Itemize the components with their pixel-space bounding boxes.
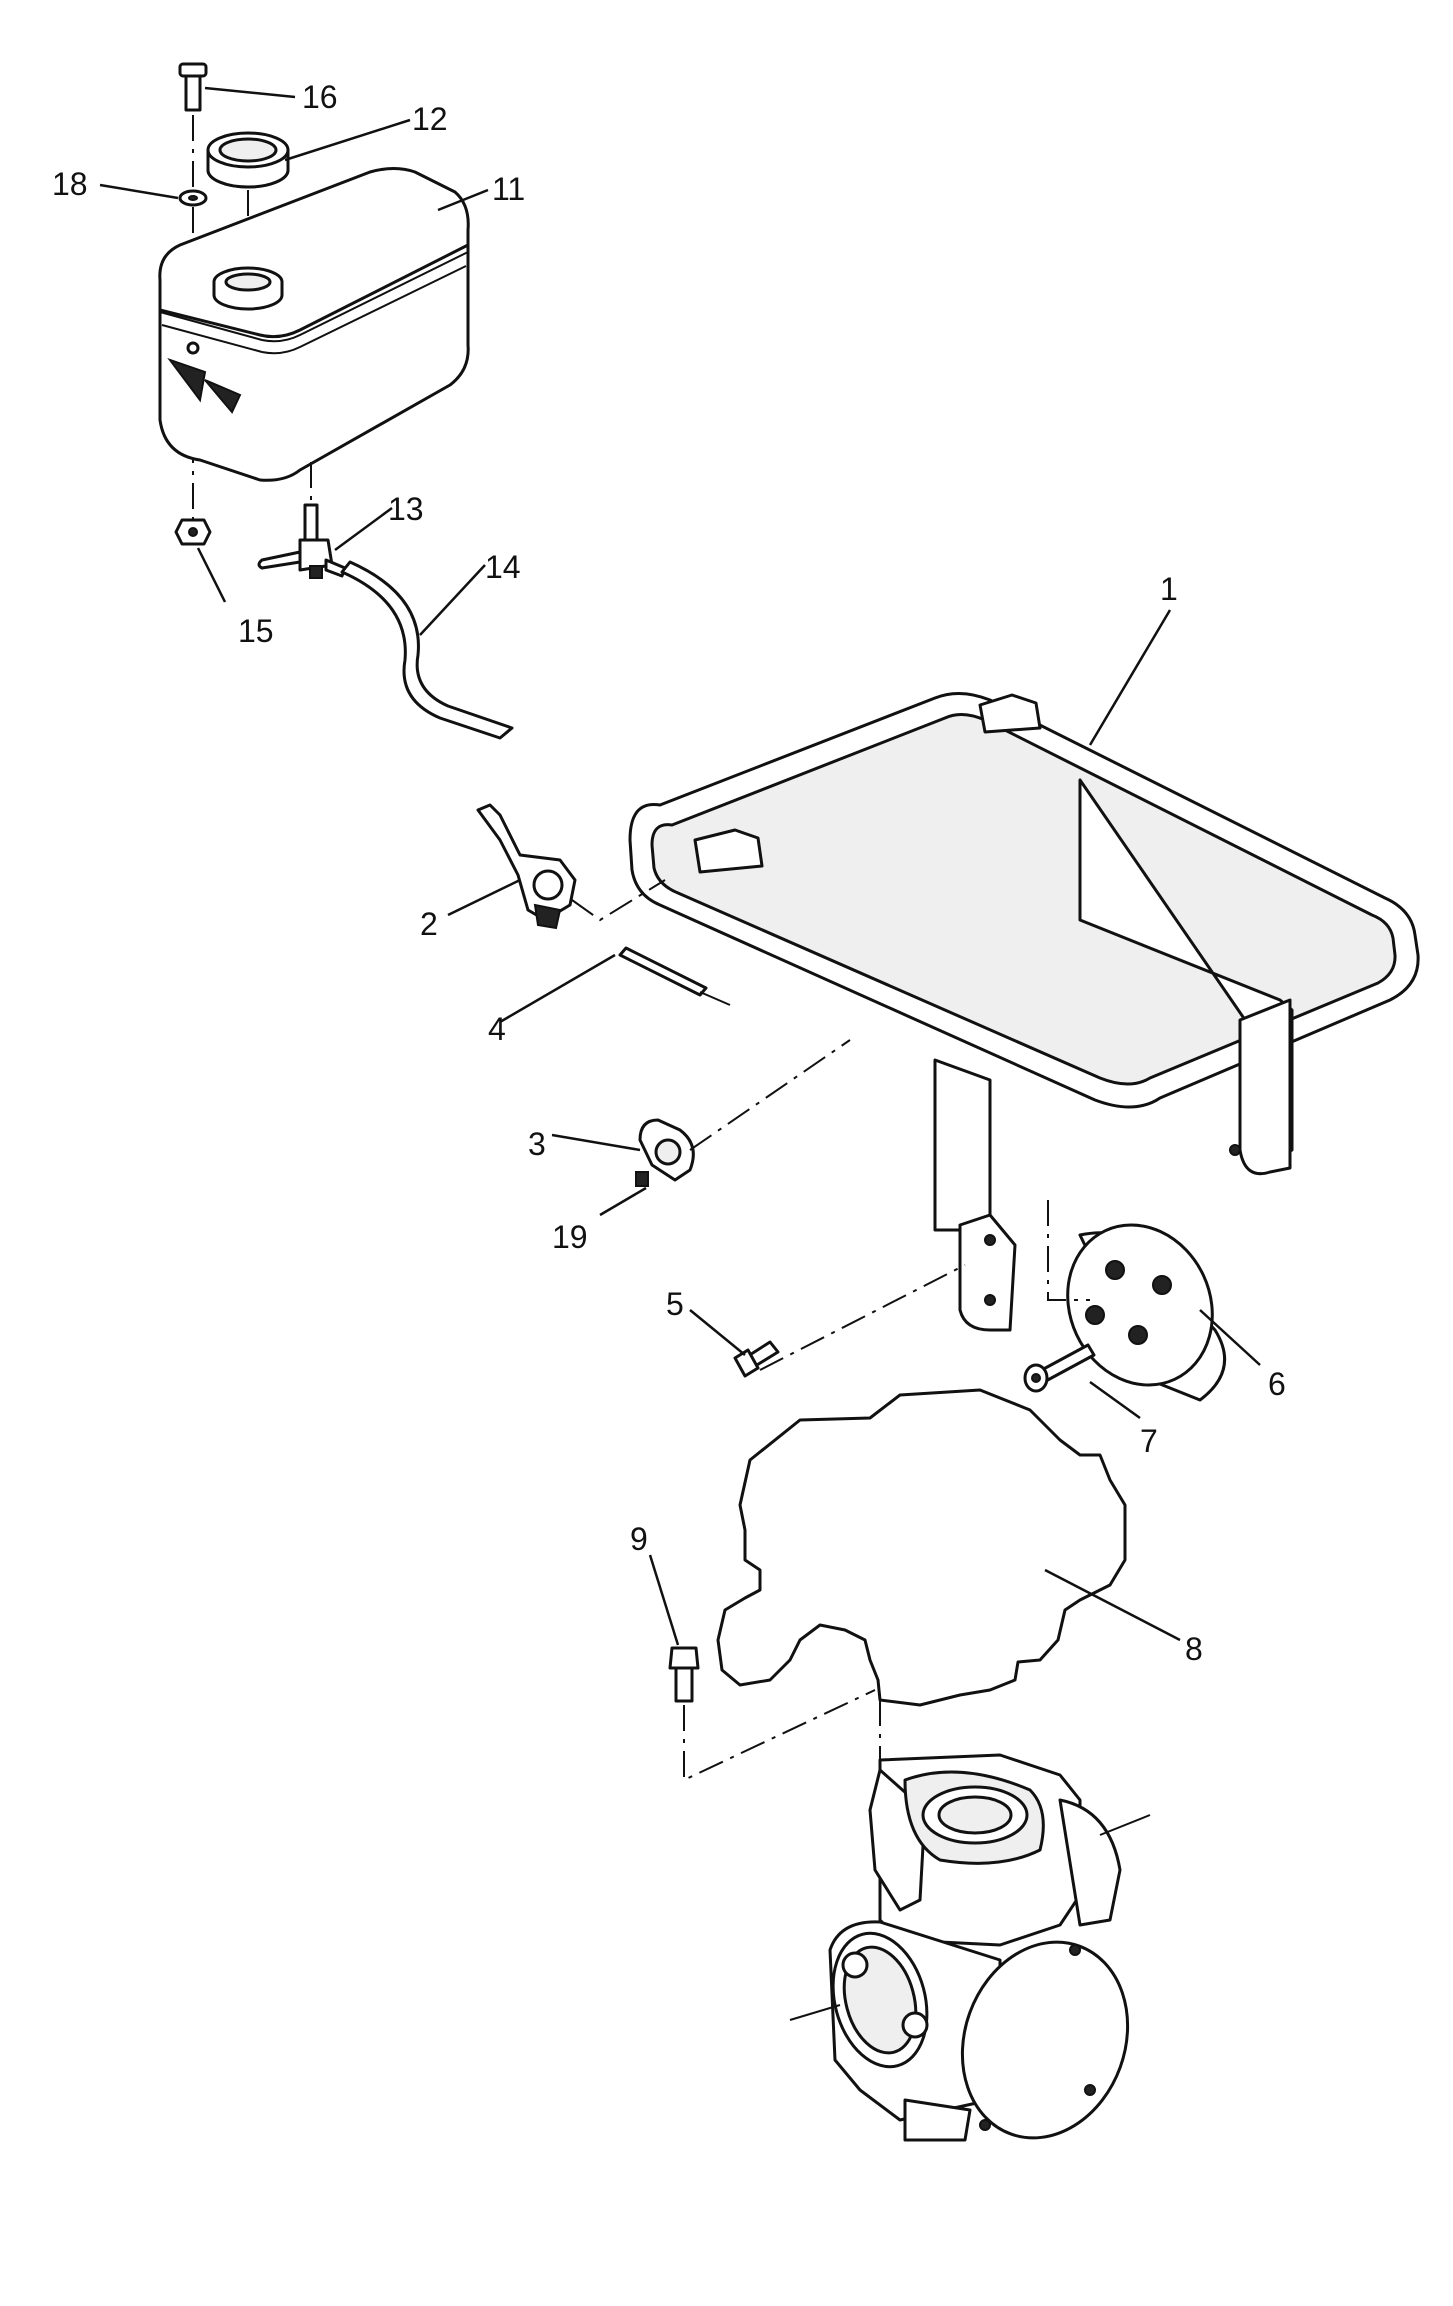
fuel-line <box>340 560 514 740</box>
mount-centerline <box>683 1689 876 1782</box>
nut <box>174 518 212 546</box>
tank-bolt <box>178 62 208 112</box>
callout-15: 15 <box>238 613 274 649</box>
washer <box>178 189 208 207</box>
callout-8: 8 <box>1185 1631 1203 1667</box>
callout-7: 7 <box>1140 1423 1158 1459</box>
callout-4: 4 <box>488 1011 506 1047</box>
fuel-cap <box>206 131 290 189</box>
clamp-centerline <box>689 1039 851 1151</box>
pin <box>618 946 731 1006</box>
bolt-centerline <box>759 1264 966 1371</box>
valve-centerline <box>571 879 666 922</box>
callout-5: 5 <box>666 1286 684 1322</box>
fuel-valve <box>476 803 577 930</box>
frame <box>628 692 1420 1332</box>
callout-13: 13 <box>388 491 424 527</box>
callout-19: 19 <box>552 1219 588 1255</box>
callout-18: 18 <box>52 166 88 202</box>
coupler <box>1066 1223 1227 1402</box>
clamp <box>638 1118 695 1182</box>
callout-12: 12 <box>412 101 448 137</box>
coupler-centerline <box>1047 1200 1090 1301</box>
callout-3: 3 <box>528 1126 546 1162</box>
callout-16: 16 <box>302 79 338 115</box>
callout-6: 6 <box>1268 1366 1286 1402</box>
callout-9: 9 <box>630 1521 648 1557</box>
bolt <box>733 1340 780 1378</box>
engine-outline <box>716 1388 1127 1707</box>
mount-bolt <box>668 1646 700 1703</box>
leader-lines <box>99 86 1261 1646</box>
callout-14: 14 <box>485 549 521 585</box>
callout-labels: 1 2 3 4 5 6 7 8 9 11 12 13 14 15 16 18 1… <box>52 79 1286 1667</box>
callout-11: 11 <box>492 171 525 207</box>
grease-fitting <box>635 1171 649 1187</box>
pump-housing <box>789 1753 1151 2142</box>
callout-1: 1 <box>1160 571 1178 607</box>
shutoff-valve <box>257 462 347 579</box>
cap-screw <box>1023 1343 1096 1393</box>
callout-2: 2 <box>420 906 438 942</box>
fuel-tank <box>158 167 470 482</box>
